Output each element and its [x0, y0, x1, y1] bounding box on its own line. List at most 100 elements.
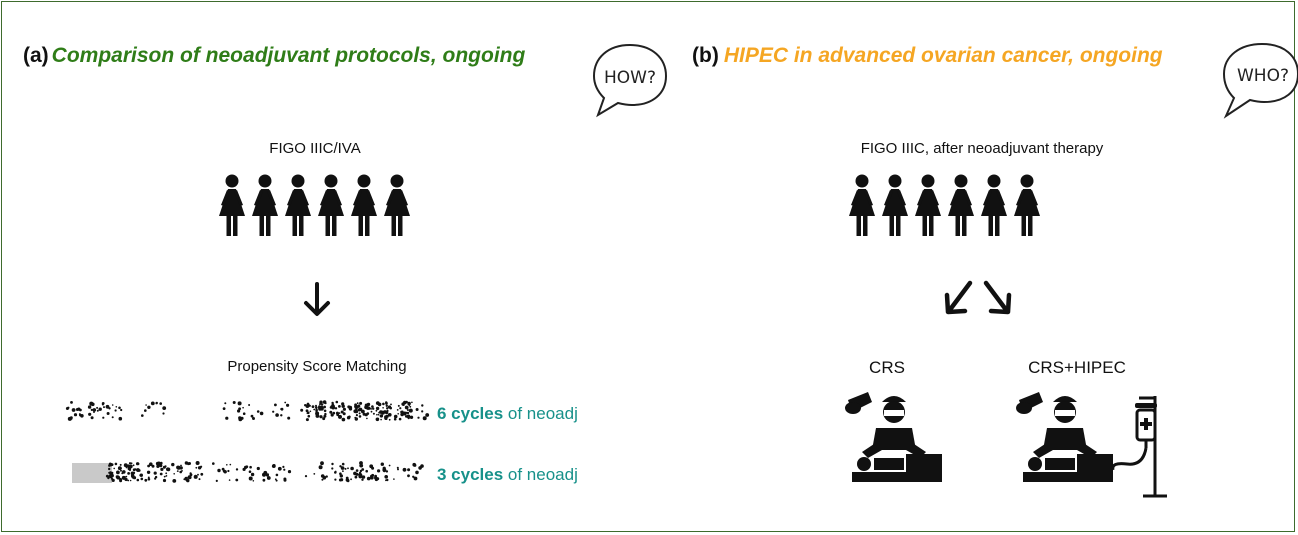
dot-mark — [114, 462, 118, 466]
dot-mark — [366, 476, 371, 481]
dot-mark — [338, 405, 341, 408]
dot-mark — [283, 468, 286, 471]
dot-mark — [119, 479, 123, 483]
iv-drip-icon — [1111, 396, 1167, 498]
dot-mark — [340, 478, 344, 482]
dot-mark — [248, 470, 252, 473]
dot-mark — [171, 462, 175, 467]
dot-mark — [111, 404, 114, 406]
dot-mark — [181, 470, 183, 472]
dot-mark — [309, 410, 312, 413]
dot-mark — [108, 464, 111, 467]
dot-mark — [338, 412, 341, 414]
dot-mark — [154, 477, 157, 480]
dot-mark — [322, 417, 326, 421]
dot-mark — [393, 478, 395, 480]
dot-mark — [358, 412, 361, 415]
dot-mark — [304, 475, 308, 478]
dot-mark — [183, 478, 186, 481]
arm-3-cycles-rest: of neoadj — [503, 465, 578, 484]
dot-mark — [96, 406, 99, 409]
dot-mark — [425, 413, 430, 417]
dot-mark — [156, 461, 161, 466]
dot-mark — [341, 402, 345, 406]
dot-mark — [105, 404, 110, 409]
dot-mark — [355, 469, 359, 472]
dot-mark — [413, 476, 418, 481]
dot-mark — [340, 466, 345, 470]
dot-mark — [262, 472, 266, 477]
dot-mark — [136, 478, 140, 482]
dot-mark — [323, 414, 327, 418]
dot-mark — [108, 471, 111, 474]
woman-icon — [384, 174, 410, 236]
panel-a-title-text: Comparison of neoadjuvant protocols, ong… — [51, 44, 526, 67]
dot-mark — [277, 466, 282, 471]
arm-3-cycles-count: 3 cycles — [437, 465, 504, 484]
dot-mark — [120, 408, 123, 412]
dot-mark — [307, 415, 310, 417]
dot-mark — [382, 469, 386, 473]
dot-mark — [105, 474, 109, 478]
dot-mark — [386, 478, 389, 482]
dot-mark — [179, 466, 183, 470]
dot-mark — [144, 409, 147, 412]
dot-mark — [400, 410, 403, 414]
arrow-down-icon — [304, 282, 330, 316]
dot-mark — [305, 409, 309, 413]
panel-a-population: FIGO IIIC/IVA — [269, 140, 361, 157]
dot-mark — [217, 468, 221, 473]
dot-mark — [120, 469, 122, 472]
surgeon-hipec-icon — [1016, 392, 1167, 498]
dot-mark — [129, 479, 132, 482]
dot-mark — [223, 470, 227, 474]
who-bubble-text: WHO? — [1237, 66, 1289, 86]
dot-mark — [340, 410, 344, 414]
dot-mark — [319, 400, 323, 404]
dot-mark — [319, 403, 321, 406]
dot-mark — [127, 479, 130, 482]
dot-mark — [197, 466, 202, 470]
dot-mark — [345, 476, 349, 480]
dot-row-6-cycles — [65, 400, 430, 422]
dot-mark — [355, 414, 358, 417]
dot-mark — [359, 469, 363, 473]
dot-mark — [232, 401, 236, 404]
dot-mark — [342, 407, 346, 411]
dot-mark — [401, 402, 405, 406]
dot-mark — [127, 472, 130, 475]
dot-mark — [319, 415, 323, 419]
dot-mark — [280, 414, 283, 417]
dot-mark — [348, 415, 351, 419]
dot-mark — [364, 403, 369, 408]
dot-mark — [237, 409, 241, 413]
dot-mark — [382, 407, 384, 409]
dot-mark — [390, 403, 392, 406]
dot-mark — [125, 466, 128, 469]
dot-mark — [412, 475, 415, 478]
dot-mark — [366, 412, 370, 415]
dot-mark — [145, 404, 147, 406]
panel-b-population: FIGO IIIC, after neoadjuvant therapy — [860, 140, 1104, 157]
dot-mark — [413, 463, 417, 467]
dot-mark — [361, 478, 364, 481]
dot-mark — [140, 477, 144, 481]
dot-mark — [356, 402, 359, 405]
dot-mark — [275, 479, 278, 482]
dot-mark — [361, 468, 365, 471]
dot-mark — [388, 464, 391, 467]
dot-mark — [372, 407, 375, 410]
dot-mark — [396, 466, 399, 469]
dot-mark — [369, 465, 372, 468]
dot-mark — [370, 410, 373, 413]
dot-mark — [282, 465, 285, 468]
dot-mark — [91, 402, 95, 407]
dot-mark — [338, 414, 342, 419]
dot-mark — [242, 406, 244, 409]
dot-mark — [407, 468, 411, 472]
dot-mark — [244, 465, 248, 469]
dot-mark — [101, 403, 104, 406]
dot-mark — [321, 478, 324, 481]
dot-mark — [275, 413, 279, 417]
dot-mark — [406, 409, 409, 411]
